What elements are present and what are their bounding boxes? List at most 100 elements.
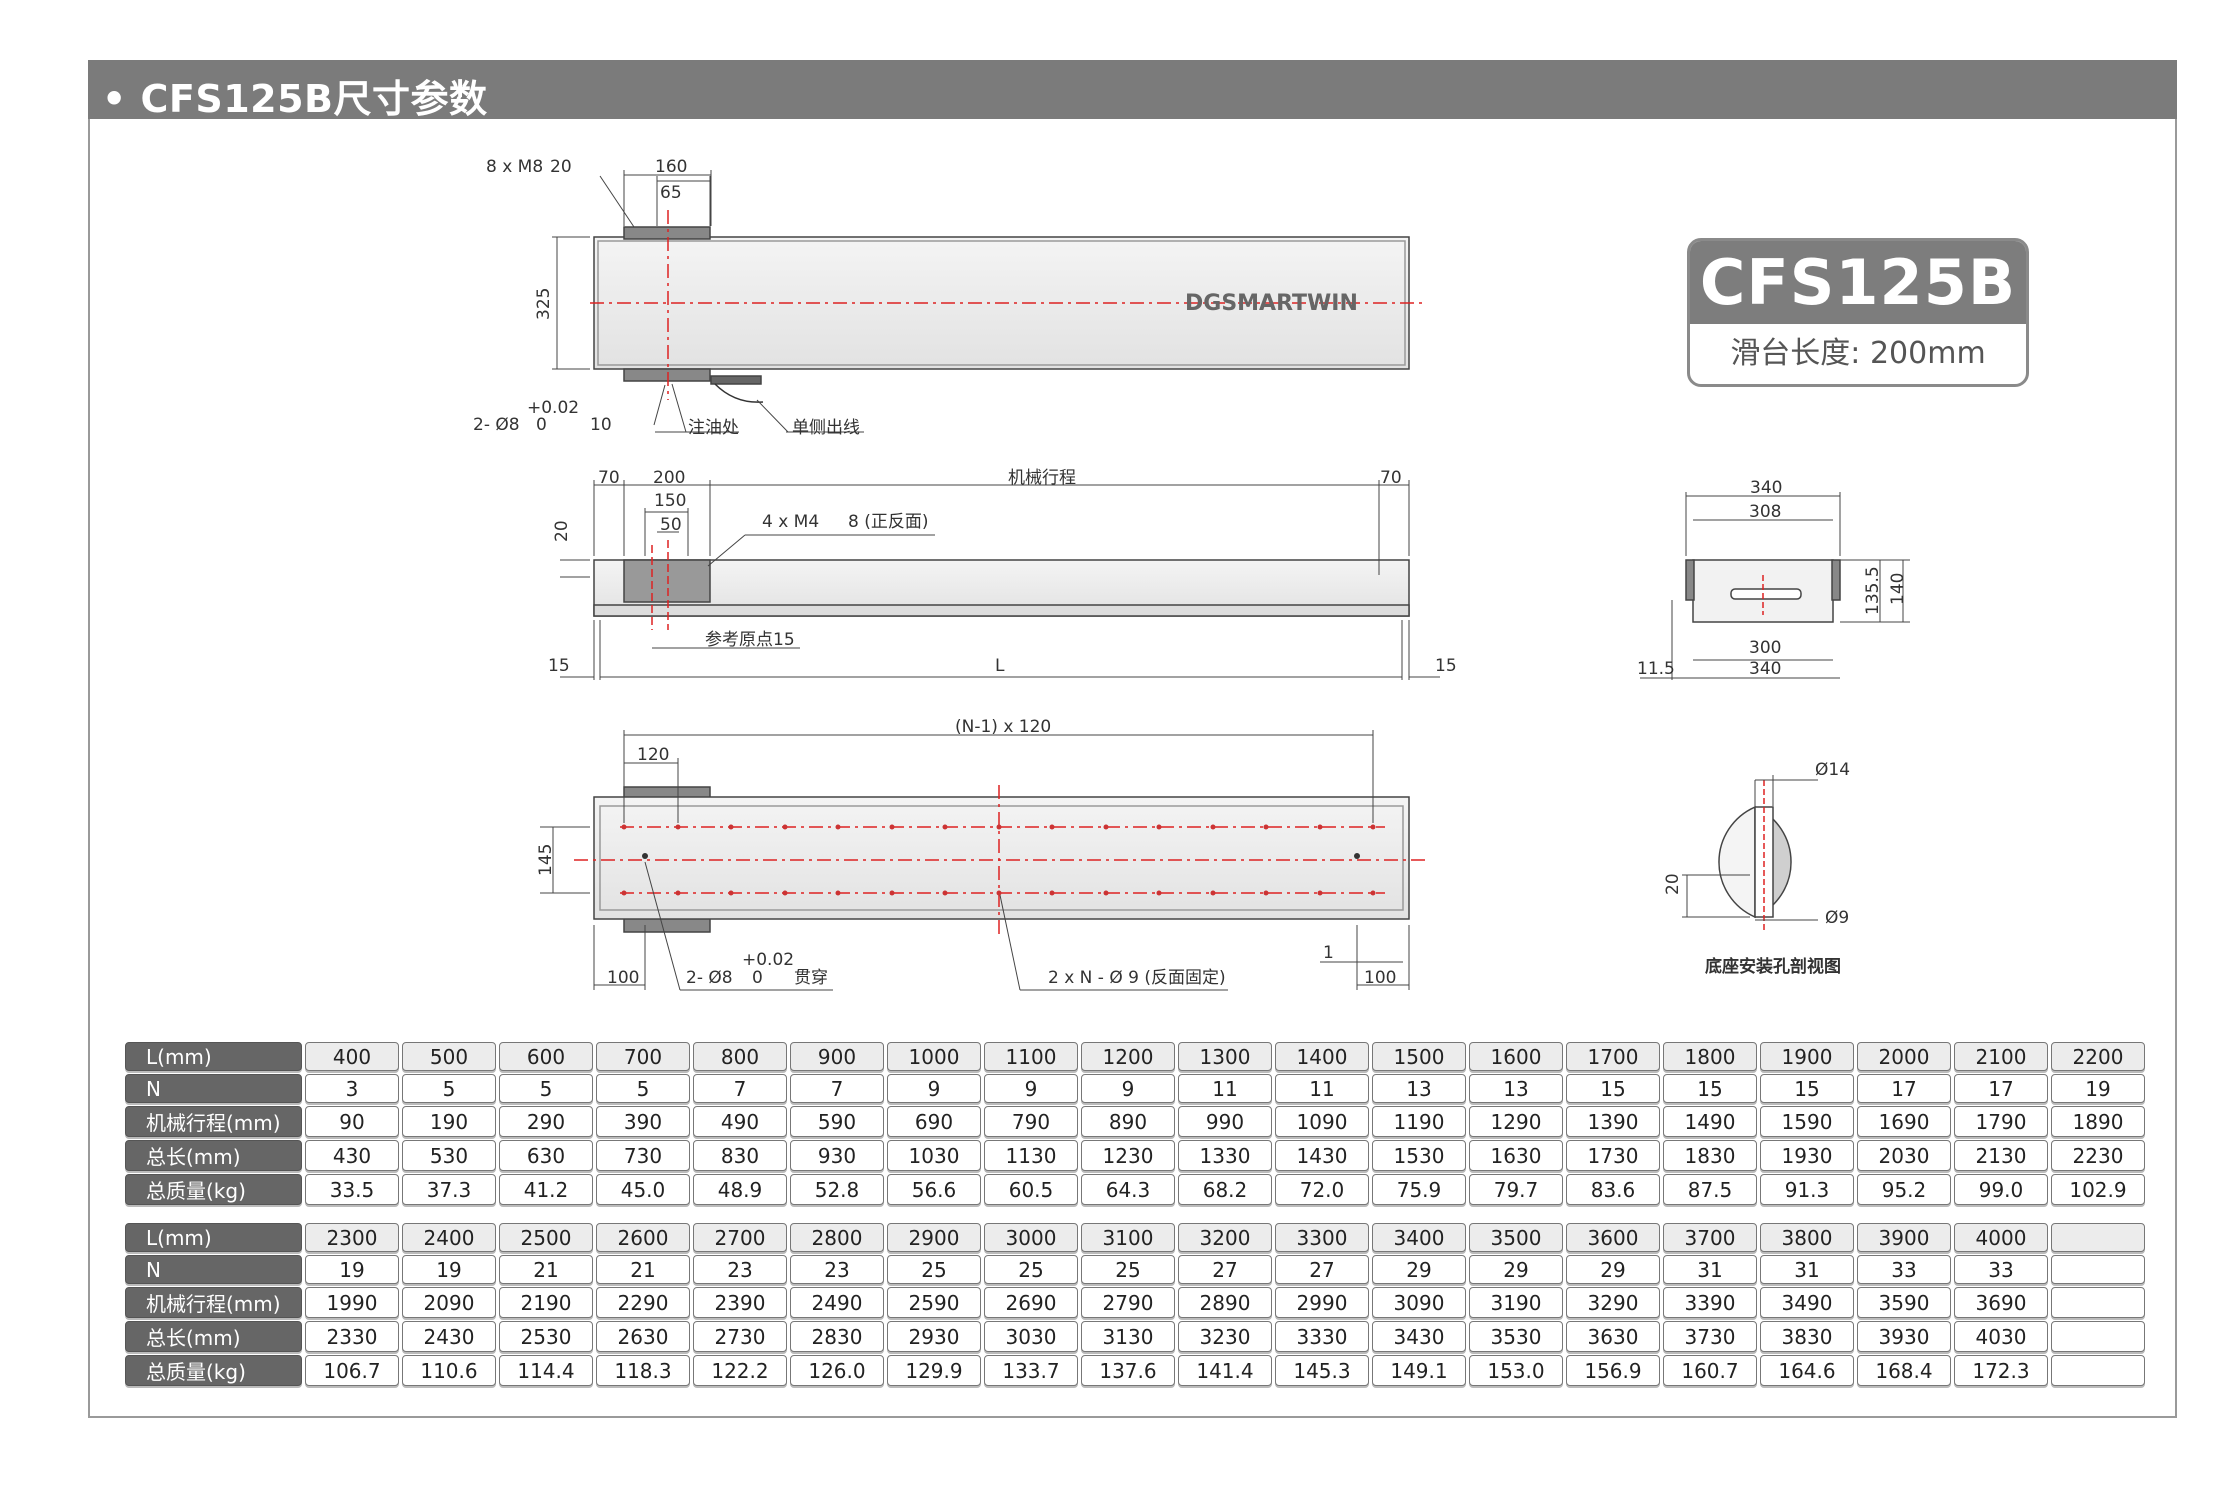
mount-hole-marker (1210, 890, 1216, 896)
table-cell: 600 (499, 1042, 593, 1071)
dim-120: 120 (637, 745, 669, 765)
table-cell: 25 (984, 1255, 1078, 1284)
tol-bottom: +0.02 (742, 950, 794, 970)
table-cell: 2630 (596, 1321, 690, 1352)
table-cell: 3300 (1275, 1223, 1369, 1252)
table-cell: 3190 (1469, 1287, 1563, 1318)
table-cell: 9 (887, 1074, 981, 1103)
table-cell: 83.6 (1566, 1174, 1660, 1205)
row-header: N (125, 1255, 302, 1284)
table-cell: 15 (1663, 1074, 1757, 1103)
table-cell: 290 (499, 1106, 593, 1137)
mount-hole-marker (996, 890, 1002, 896)
table-cell: 1000 (887, 1042, 981, 1071)
mount-hole-marker (835, 890, 841, 896)
row-header: 机械行程(mm) (125, 1106, 302, 1137)
table-cell: 3090 (1372, 1287, 1466, 1318)
table-cell: 3600 (1566, 1223, 1660, 1252)
table-cell: 2530 (499, 1321, 593, 1352)
table-cell: 1690 (1857, 1106, 1951, 1137)
table-cell: 3530 (1469, 1321, 1563, 1352)
table-cell: 2400 (402, 1223, 496, 1252)
table-cell: 2930 (887, 1321, 981, 1352)
table-cell: 3900 (1857, 1223, 1951, 1252)
table-cell: 1890 (2051, 1106, 2145, 1137)
header-bar: • CFS125B尺寸参数 (88, 60, 2177, 121)
table-cell: 17 (1954, 1074, 2048, 1103)
dim-15-left: 15 (548, 656, 570, 676)
table-cell: 3800 (1760, 1223, 1854, 1252)
table-cell: 2200 (2051, 1042, 2145, 1071)
table-cell: 1130 (984, 1140, 1078, 1171)
table-cell: 430 (305, 1140, 399, 1171)
table-cell: 1200 (1081, 1042, 1175, 1071)
mount-hole-marker (1103, 824, 1109, 830)
table-cell: 5 (499, 1074, 593, 1103)
dim-300: 300 (1749, 638, 1781, 658)
dim-100-right: 100 (1364, 968, 1396, 988)
table-cell: 1590 (1760, 1106, 1854, 1137)
table-cell: 126.0 (790, 1355, 884, 1386)
table-cell: 19 (402, 1255, 496, 1284)
table-cell: 156.9 (1566, 1355, 1660, 1386)
dim-135-5: 135.5 (1863, 566, 1883, 615)
label-ref-origin: 参考原点15 (705, 630, 795, 650)
dim-145: 145 (536, 844, 556, 876)
dim-0: 0 (536, 415, 547, 435)
table-cell: 900 (790, 1042, 884, 1071)
table-cell: 7 (790, 1074, 884, 1103)
table-cell: 2600 (596, 1223, 690, 1252)
dim-20-section: 20 (1663, 873, 1683, 895)
dim-340-top: 340 (1750, 478, 1782, 498)
table-cell: 1390 (1566, 1106, 1660, 1137)
table-cell: 3430 (1372, 1321, 1466, 1352)
table-cell: 490 (693, 1106, 787, 1137)
table-cell: 790 (984, 1106, 1078, 1137)
table-cell: 730 (596, 1140, 690, 1171)
section-view (1682, 775, 1818, 930)
dim-160: 160 (655, 157, 687, 177)
table-cell: 930 (790, 1140, 884, 1171)
table-cell: 23 (790, 1255, 884, 1284)
row-header: 总长(mm) (125, 1321, 302, 1352)
table-cell: 390 (596, 1106, 690, 1137)
table-cell: 37.3 (402, 1174, 496, 1205)
table-cell (2051, 1321, 2145, 1352)
pin-hole-marker (1354, 853, 1360, 859)
mount-hole-marker (835, 824, 841, 830)
table-cell: 2700 (693, 1223, 787, 1252)
row-header: 总质量(kg) (125, 1355, 302, 1386)
table-cell: 9 (1081, 1074, 1175, 1103)
table-cell: 2830 (790, 1321, 884, 1352)
mount-hole-marker (996, 824, 1002, 830)
table-cell: 17 (1857, 1074, 1951, 1103)
section-caption: 底座安装孔剖视图 (1705, 956, 1841, 977)
table-cell: 27 (1275, 1255, 1369, 1284)
dim-2phi8-b: 2- Ø8 (686, 968, 733, 988)
table-cell: 13 (1469, 1074, 1563, 1103)
table-cell: 41.2 (499, 1174, 593, 1205)
table-cell: 29 (1566, 1255, 1660, 1284)
pin-hole-marker (642, 853, 648, 859)
dim-20: 20 (552, 520, 572, 542)
table-cell: 2300 (305, 1223, 399, 1252)
table-cell: 3500 (1469, 1223, 1563, 1252)
mount-hole-marker (728, 824, 734, 830)
table-cell: 4030 (1954, 1321, 2048, 1352)
dim-340-bottom: 340 (1749, 659, 1781, 679)
table-cell: 3690 (1954, 1287, 2048, 1318)
model-name: CFS125B (1690, 241, 2026, 324)
mount-hole-marker (889, 824, 895, 830)
mount-hole-marker (942, 890, 948, 896)
mount-hole-marker (782, 824, 788, 830)
table-cell: 1090 (1275, 1106, 1369, 1137)
mount-hole-marker (1210, 824, 1216, 830)
table-cell: 114.4 (499, 1355, 593, 1386)
mount-hole-marker (728, 890, 734, 896)
table-cell: 13 (1372, 1074, 1466, 1103)
table-cell: 7 (693, 1074, 787, 1103)
table-cell: 2590 (887, 1287, 981, 1318)
